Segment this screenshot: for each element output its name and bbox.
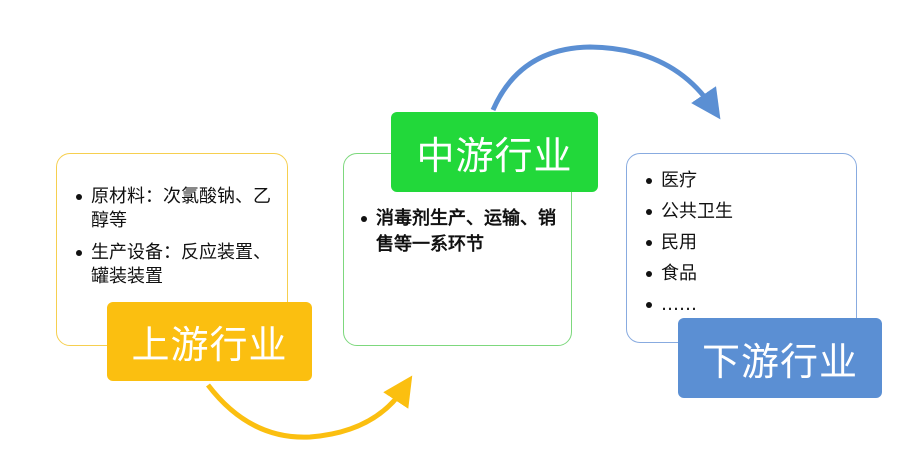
upstream-to-midstream-arrow	[206, 375, 413, 440]
midstream-title-badge: 中游行业	[391, 112, 598, 192]
downstream-item-public-health: 公共卫生	[643, 199, 843, 224]
downstream-title-badge: 下游行业	[678, 318, 882, 398]
downstream-item-food: 食品	[643, 261, 843, 286]
downstream-item-more: ……	[643, 292, 843, 317]
downstream-list: 医疗 公共卫生 民用 食品 ……	[643, 168, 843, 323]
midstream-item-process: 消毒剂生产、运输、销售等一系环节	[358, 206, 563, 258]
downstream-item-civil: 民用	[643, 230, 843, 255]
downstream-card: 医疗 公共卫生 民用 食品 ……	[626, 153, 857, 343]
upstream-list: 原材料：次氯酸钠、乙醇等 生产设备：反应装置、罐装装置	[73, 185, 273, 297]
upstream-title-badge: 上游行业	[107, 302, 312, 381]
midstream-list: 消毒剂生产、运输、销售等一系环节	[358, 206, 563, 258]
midstream-to-downstream-arrow	[490, 44, 721, 120]
upstream-item-materials: 原材料：次氯酸钠、乙醇等	[73, 185, 273, 233]
downstream-item-medical: 医疗	[643, 168, 843, 193]
upstream-card: 原材料：次氯酸钠、乙醇等 生产设备：反应装置、罐装装置	[56, 153, 288, 346]
upstream-item-equipment: 生产设备：反应装置、罐装装置	[73, 241, 273, 289]
